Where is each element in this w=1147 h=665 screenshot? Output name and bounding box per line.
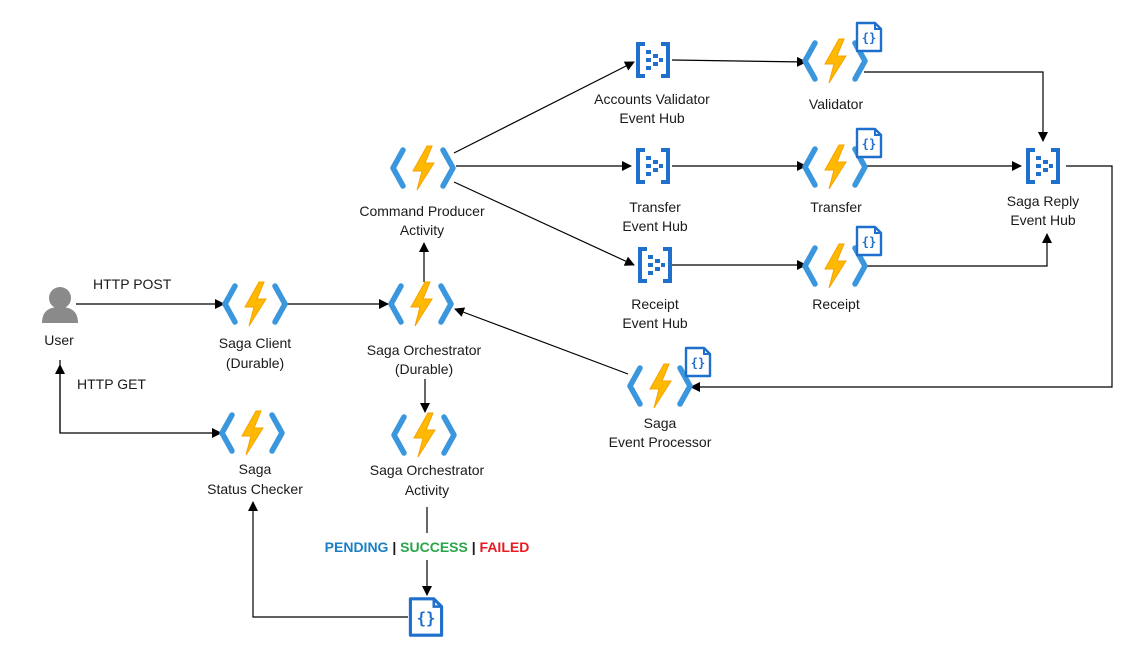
receipt-hub-label-line1: Receipt	[631, 296, 679, 312]
receipt-hub-node[interactable]: Receipt Event Hub	[622, 247, 688, 331]
event-hub-icon	[636, 148, 670, 184]
event-hub-icon	[638, 247, 672, 283]
edge-producer-to-receipt-hub	[453, 181, 635, 266]
event-hub-icon	[636, 42, 670, 78]
validator-label: Validator	[809, 96, 864, 112]
command-producer-label-line2: Activity	[400, 222, 444, 238]
status-pending: PENDING	[325, 539, 389, 555]
azure-function-icon	[630, 364, 690, 408]
azure-function-icon	[225, 282, 285, 326]
state-store-node[interactable]	[408, 597, 444, 637]
edge-validator-to-reply-hub	[864, 71, 1048, 142]
azure-function-icon	[391, 282, 451, 326]
saga-client-label-line2: (Durable)	[226, 355, 284, 371]
receipt-label: Receipt	[812, 296, 860, 312]
user-icon	[42, 287, 78, 323]
saga-client-label-line1: Saga Client	[219, 335, 291, 351]
edge-receipt-to-reply-hub	[864, 233, 1052, 267]
transfer-hub-label-line2: Event Hub	[622, 218, 688, 234]
transfer-hub-label-line1: Transfer	[629, 199, 681, 215]
orchestrator-activity-node[interactable]: Saga Orchestrator Activity	[370, 413, 485, 498]
json-document-icon	[855, 21, 883, 53]
saga-reply-hub-label-line1: Saga Reply	[1007, 193, 1079, 209]
receipt-hub-label-line2: Event Hub	[622, 315, 688, 331]
json-document-icon	[408, 597, 444, 637]
status-failed: FAILED	[480, 539, 530, 555]
edge-event-processor-to-orchestrator	[454, 307, 629, 375]
azure-function-icon	[394, 413, 454, 457]
http-get-label: HTTP GET	[77, 376, 146, 392]
command-producer-label-line1: Command Producer	[359, 203, 485, 219]
orchestrator-activity-label-line2: Activity	[405, 482, 449, 498]
validator-node[interactable]: Validator	[805, 21, 883, 112]
edge-accounts-hub-to-validator	[671, 56, 807, 67]
status-success: SUCCESS	[400, 539, 468, 555]
status-values: PENDING | SUCCESS | FAILED	[325, 539, 530, 555]
event-hub-icon	[1026, 148, 1060, 184]
http-post-label: HTTP POST	[93, 276, 172, 292]
saga-orchestrator-label-line1: Saga Orchestrator	[367, 342, 482, 358]
edge-producer-to-accounts-hub	[453, 61, 635, 154]
edge-state-store-to-status-checker	[248, 501, 408, 618]
accounts-validator-hub-node[interactable]: Accounts Validator Event Hub	[594, 42, 710, 126]
saga-client-node[interactable]: Saga Client (Durable)	[219, 282, 291, 371]
receipt-node[interactable]: Receipt	[805, 225, 883, 312]
accounts-validator-hub-label-line2: Event Hub	[619, 110, 685, 126]
status-checker-label-line1: Saga	[239, 461, 272, 477]
status-checker-node[interactable]: Saga Status Checker	[207, 411, 303, 497]
edge-user-to-status-checker	[59, 360, 222, 438]
json-document-icon	[855, 225, 883, 257]
event-processor-label-line2: Event Processor	[609, 434, 712, 450]
saga-reply-hub-node[interactable]: Saga Reply Event Hub	[1007, 148, 1079, 228]
status-separator: |	[468, 539, 480, 555]
transfer-node[interactable]: Transfer	[805, 127, 883, 215]
transfer-hub-node[interactable]: Transfer Event Hub	[622, 148, 688, 234]
azure-function-icon	[222, 411, 282, 455]
json-document-icon	[684, 346, 712, 378]
connectors	[55, 56, 1113, 618]
status-separator: |	[388, 539, 400, 555]
saga-reply-hub-label-line2: Event Hub	[1010, 212, 1076, 228]
transfer-label: Transfer	[810, 199, 862, 215]
saga-orchestrator-label-line2: (Durable)	[395, 361, 453, 377]
json-document-icon	[855, 127, 883, 159]
user-node[interactable]: User	[42, 287, 78, 348]
event-processor-label-line1: Saga	[644, 415, 677, 431]
accounts-validator-hub-label-line1: Accounts Validator	[594, 91, 710, 107]
command-producer-node[interactable]: Command Producer Activity	[359, 146, 485, 238]
event-processor-node[interactable]: Saga Event Processor	[609, 346, 712, 450]
azure-function-icon	[393, 146, 453, 190]
user-label: User	[44, 332, 74, 348]
orchestrator-activity-label-line1: Saga Orchestrator	[370, 462, 485, 478]
edge-reply-hub-to-event-processor	[690, 165, 1113, 392]
status-checker-label-line2: Status Checker	[207, 481, 303, 497]
saga-orchestrator-node[interactable]: Saga Orchestrator (Durable)	[367, 282, 482, 377]
